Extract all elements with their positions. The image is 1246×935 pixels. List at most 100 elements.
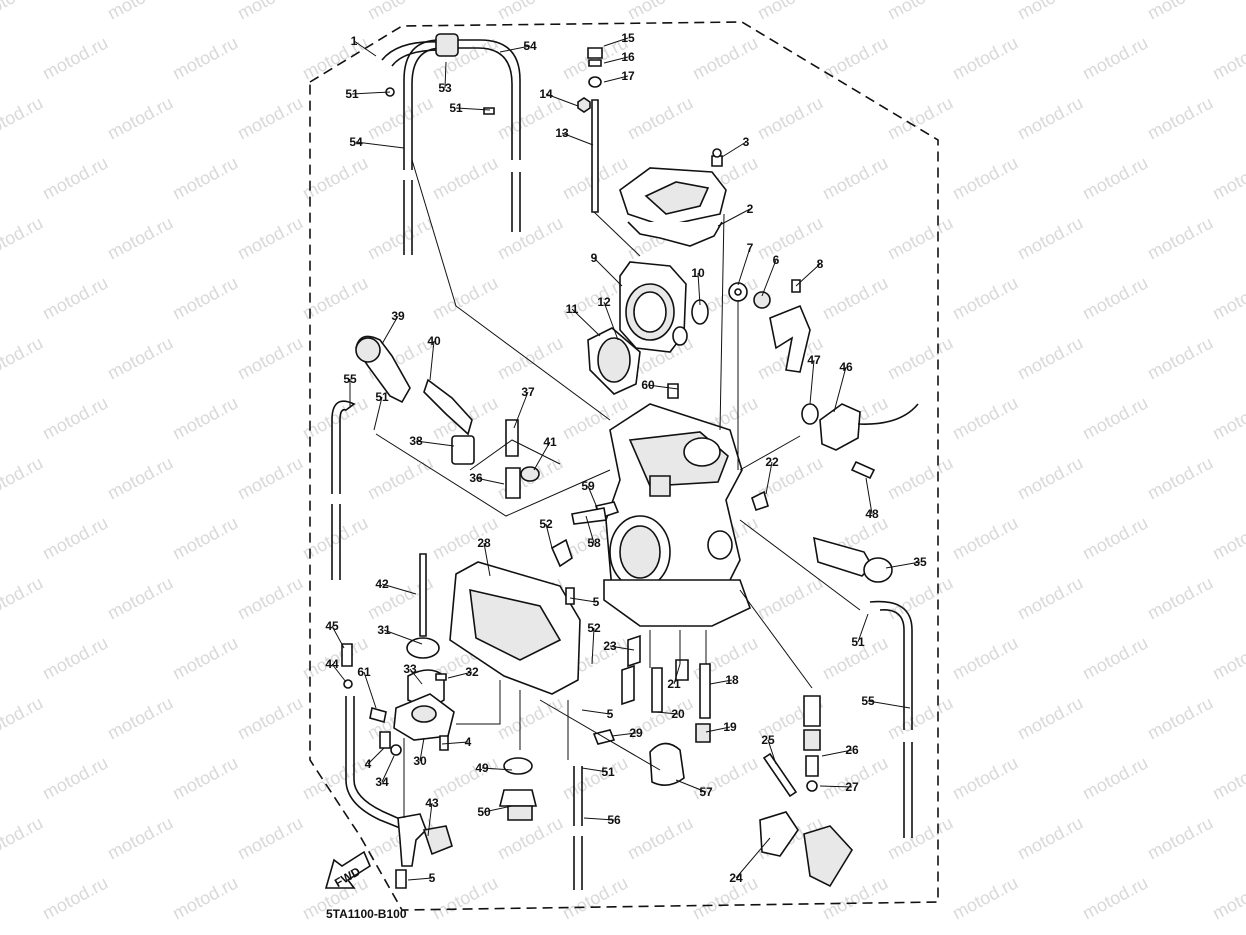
watermark-text: motod.ru <box>104 453 176 504</box>
leader-line <box>427 802 433 837</box>
part-number-label: 13 <box>555 126 569 140</box>
float-and-needle <box>406 553 447 706</box>
leader-line <box>721 141 747 158</box>
watermark-text: motod.ru <box>104 813 176 864</box>
throttle-position-sensor <box>801 403 919 480</box>
watermark-text: motod.ru <box>1209 513 1246 564</box>
part-number-label: 37 <box>521 385 535 399</box>
leader-line <box>647 384 679 390</box>
assembly-guide-lines <box>375 159 861 818</box>
leader-line <box>833 366 847 413</box>
leader-line <box>475 477 505 485</box>
watermark-text: motod.ru <box>104 213 176 264</box>
watermark-text: motod.ru <box>1144 213 1216 264</box>
part-number-label: 18 <box>725 673 739 687</box>
leader-line <box>737 247 751 286</box>
watermark-text: motod.ru <box>169 753 241 804</box>
part-number-label: 32 <box>465 665 479 679</box>
watermark-text: motod.ru <box>0 333 46 384</box>
leader-line <box>353 40 377 57</box>
leader-line <box>587 485 599 511</box>
watermark-text: motod.ru <box>104 333 176 384</box>
leader-line <box>821 749 853 757</box>
watermark-text: motod.ru <box>0 573 46 624</box>
watermark-text: motod.ru <box>1014 453 1086 504</box>
leader-line <box>581 767 609 773</box>
leader-line <box>767 739 777 765</box>
part-number-label: 42 <box>375 577 389 591</box>
part-number-label: 53 <box>438 81 452 95</box>
watermark-text: motod.ru <box>624 813 696 864</box>
watermark-text: motod.ru <box>884 573 956 624</box>
watermark-text: motod.ru <box>1014 333 1086 384</box>
leader-line <box>735 837 771 879</box>
watermark-text: motod.ru <box>169 153 241 204</box>
watermark-text: motod.ru <box>234 813 306 864</box>
float-bowl <box>449 538 581 695</box>
part-number-label: 55 <box>343 372 357 386</box>
part-number-label: 49 <box>475 761 489 775</box>
watermark-text: motod.ru <box>1144 93 1216 144</box>
watermark-text: motod.ru <box>1209 153 1246 204</box>
part-number-label: 35 <box>913 555 927 569</box>
watermark-text: motod.ru <box>949 153 1021 204</box>
watermark-text: motod.ru <box>1209 33 1246 84</box>
watermark-text: motod.ru <box>0 93 46 144</box>
leader-line <box>819 785 853 788</box>
watermark-text: motod.ru <box>494 213 566 264</box>
part-number-label: 52 <box>539 517 553 531</box>
watermark-text: motod.ru <box>1014 693 1086 744</box>
part-number-label: 31 <box>377 623 391 637</box>
watermark-text: motod.ru <box>1079 33 1151 84</box>
watermark-text: motod.ru <box>39 873 111 924</box>
leader-line <box>381 583 417 595</box>
leader-line <box>533 441 551 471</box>
watermark-text: motod.ru <box>754 93 826 144</box>
watermark-text: motod.ru <box>1079 273 1151 324</box>
watermark-text: motod.ru <box>819 273 891 324</box>
watermark-text: motod.ru <box>884 213 956 264</box>
throttle-valve-assembly <box>587 261 709 399</box>
part-number-label: 23 <box>603 639 617 653</box>
watermark-text: motod.ru <box>494 333 566 384</box>
leader-line <box>355 141 405 149</box>
watermark-text: motod.ru <box>559 753 631 804</box>
jets-under-body <box>592 634 711 745</box>
watermark-text: motod.ru <box>884 693 956 744</box>
part-number-label: 26 <box>845 743 859 757</box>
watermark-text: motod.ru <box>299 153 371 204</box>
watermark-text: motod.ru <box>1079 633 1151 684</box>
watermark-text: motod.ru <box>1079 753 1151 804</box>
watermark-text: motod.ru <box>104 0 176 24</box>
leader-line <box>885 561 921 569</box>
leader-line <box>483 805 513 813</box>
leader-line <box>581 709 611 715</box>
leader-line <box>709 679 733 685</box>
watermark-text: motod.ru <box>884 453 956 504</box>
watermark-text: motod.ru <box>169 513 241 564</box>
watermark-text: motod.ru <box>0 693 46 744</box>
part-number-label: 50 <box>477 805 491 819</box>
watermark-text: motod.ru <box>949 633 1021 684</box>
leader-line <box>455 107 491 111</box>
watermark-text: motod.ru <box>1144 453 1216 504</box>
part-number-label: 20 <box>671 707 685 721</box>
watermark-text: motod.ru <box>1014 93 1086 144</box>
watermark-text: motod.ru <box>1079 873 1151 924</box>
watermark-text: motod.ru <box>299 33 371 84</box>
watermark-text: motod.ru <box>169 273 241 324</box>
part-number-label: 21 <box>667 677 681 691</box>
watermark-text: motod.ru <box>104 573 176 624</box>
leader-line <box>381 315 399 345</box>
leader-line <box>593 257 623 287</box>
leader-line <box>499 45 531 53</box>
watermark-text: motod.ru <box>1209 273 1246 324</box>
leader-line <box>545 93 579 107</box>
leader-line <box>603 56 629 64</box>
accelerator-pump <box>341 643 455 756</box>
watermark-text: motod.ru <box>949 33 1021 84</box>
watermark-text: motod.ru <box>234 213 306 264</box>
leader-line <box>441 741 469 745</box>
